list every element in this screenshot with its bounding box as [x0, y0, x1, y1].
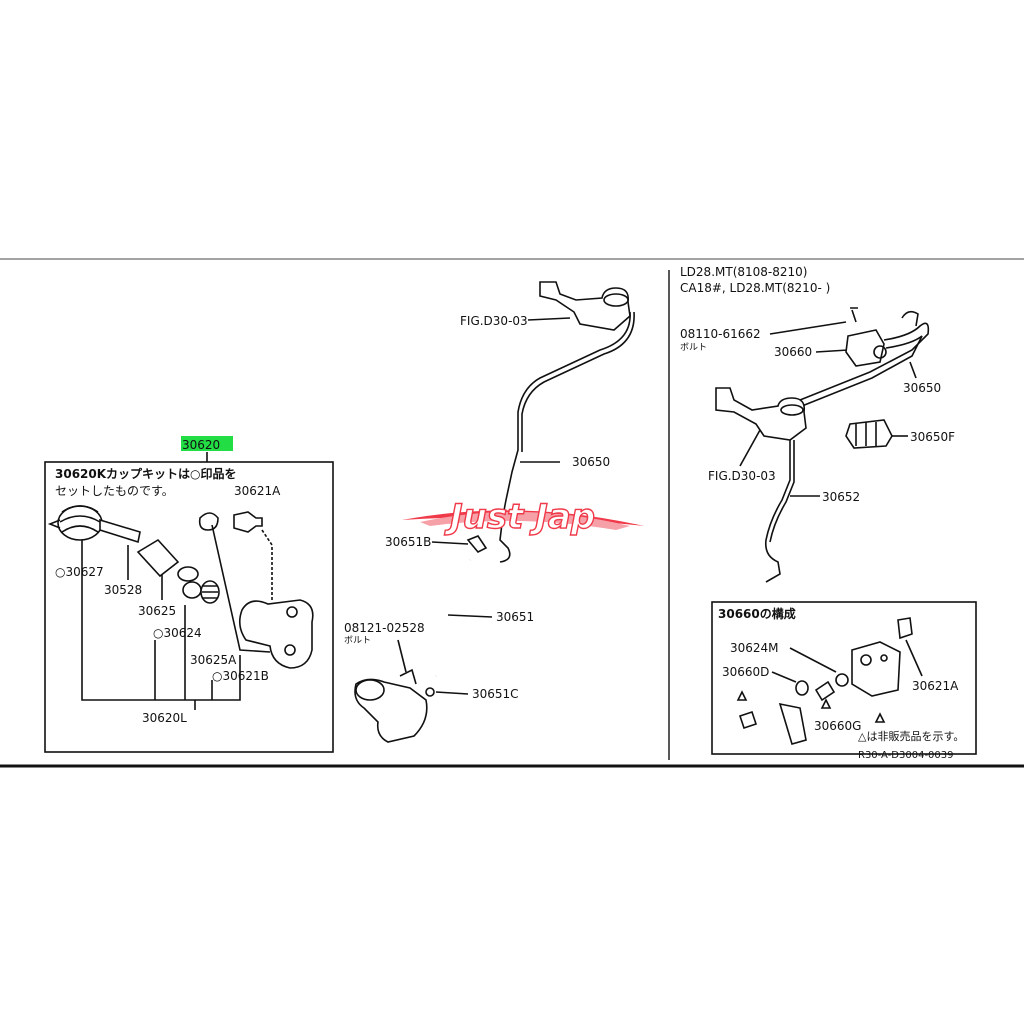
part-label-30620[interactable]: 30620 — [182, 438, 220, 452]
bleeder-30621a — [198, 511, 263, 533]
watermark-logo: Just Jap — [402, 496, 644, 538]
pipe-30650-right — [789, 322, 930, 405]
part-label-30652[interactable]: 30652 — [822, 490, 860, 504]
part-label-30620l[interactable]: 30620L — [142, 711, 187, 725]
piston-30625 — [136, 538, 199, 582]
master-cylinder — [539, 281, 631, 331]
part-label-30625a[interactable]: 30625A — [190, 653, 237, 667]
kit-note-line2: セットしたものです。 — [55, 484, 174, 498]
bolt-word-right: ボルト — [680, 342, 707, 353]
part-label-30651b[interactable]: 30651B — [385, 535, 431, 549]
bolt-code-right[interactable]: 08110-61662 — [680, 327, 761, 341]
part-label-30627[interactable]: ○30627 — [55, 565, 104, 579]
master-cylinder-right — [715, 387, 807, 441]
connector-30650f — [845, 419, 893, 449]
part-label-30660g[interactable]: 30660G — [814, 719, 861, 733]
kit-note-line1: 30620Kカップキットは○印品を — [55, 466, 237, 481]
part-label-30528[interactable]: 30528 — [104, 583, 142, 597]
model-line-1: LD28.MT(8108-8210) — [680, 265, 807, 279]
part-label-30660d[interactable]: 30660D — [722, 665, 769, 679]
non-sale-note: △は非販売品を示す。 — [858, 730, 964, 743]
highlight-marker — [181, 436, 233, 451]
part-label-30660[interactable]: 30660 — [774, 345, 812, 359]
slave-cylinder-body — [238, 599, 314, 669]
fig-ref-right[interactable]: FIG.D30-03 — [708, 469, 776, 483]
fig-ref-middle[interactable]: FIG.D30-03 — [460, 314, 528, 328]
part-label-30625[interactable]: 30625 — [138, 604, 176, 618]
pipe-30650-mid — [499, 311, 631, 563]
part-label-30624[interactable]: ○30624 — [153, 626, 202, 640]
part-label-30621b[interactable]: ○30621B — [212, 669, 269, 683]
spring-30625a — [182, 580, 220, 604]
boot-30627 — [47, 505, 141, 544]
watermark-text: Just Jap — [444, 497, 595, 537]
bolt-code-middle[interactable]: 08121-02528 — [344, 621, 425, 635]
kit-box — [44, 461, 334, 753]
slave-cylinder-installed — [354, 668, 428, 743]
part-label-30621a-sub[interactable]: 30621A — [912, 679, 959, 693]
diagram-code: R30-A-D3004-0039 — [858, 750, 954, 761]
subassembly-title: 30660の構成 — [718, 606, 796, 621]
junction-30660 — [845, 307, 887, 367]
part-label-30650-right[interactable]: 30650 — [903, 381, 941, 395]
model-line-2: CA18#, LD28.MT(8210- ) — [680, 281, 830, 295]
part-label-30624m[interactable]: 30624M — [730, 641, 779, 655]
pipe-30652 — [764, 440, 791, 583]
part-label-30650-mid[interactable]: 30650 — [572, 455, 610, 469]
part-label-30651c[interactable]: 30651C — [472, 687, 519, 701]
bolt-word-middle: ボルト — [344, 635, 371, 646]
subassembly-box — [711, 601, 977, 755]
valve-body — [738, 617, 913, 745]
part-label-30651[interactable]: 30651 — [496, 610, 534, 624]
part-label-30621a[interactable]: 30621A — [234, 484, 281, 498]
part-label-30650f[interactable]: 30650F — [910, 430, 955, 444]
